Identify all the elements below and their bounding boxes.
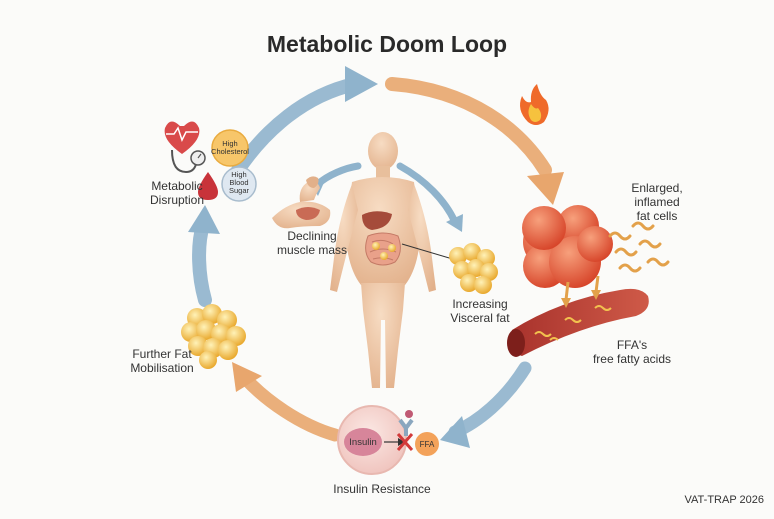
insulin-cell <box>337 405 439 475</box>
fatty-acid-squiggles <box>608 221 670 273</box>
loop-arrow-bottom-left <box>232 362 342 442</box>
badge-insulin: Insulin <box>349 437 377 448</box>
diagram-title: Metabolic Doom Loop <box>266 31 508 57</box>
blood-sugar-badge-bg <box>221 166 257 202</box>
label-metabolic-disruption: Metabolic Disruption <box>122 179 232 207</box>
fat-mobilisation-cluster <box>181 304 246 369</box>
label-declining-muscle-text: Declining muscle mass <box>276 229 347 257</box>
label-insulin-resistance-text: Insulin Resistance <box>333 482 431 496</box>
label-inflamed-fat-text: Enlarged, inflamed fat cells <box>631 181 683 223</box>
badge-high-cholesterol: High Cholesterol <box>211 139 249 156</box>
label-ffa: FFA's free fatty acids <box>572 338 692 366</box>
loop-arrow-right-bottom <box>440 361 532 448</box>
label-visceral-fat-text: Increasing Visceral fat <box>450 297 510 325</box>
label-metabolic-disruption-text: Metabolic Disruption <box>149 179 205 207</box>
blood-vessel <box>507 275 649 357</box>
label-visceral-fat: Increasing Visceral fat <box>430 297 530 325</box>
pointer-line <box>401 243 457 261</box>
label-ffa-text: FFA's free fatty acids <box>592 338 672 366</box>
blood-drop-icon <box>198 172 218 200</box>
label-fat-mobilisation: Further Fat Mobilisation <box>112 347 212 375</box>
heart-stethoscope-icon <box>164 121 206 174</box>
label-declining-muscle: Declining muscle mass <box>262 229 362 257</box>
visceral-fat-cluster <box>449 243 498 294</box>
badge-high-blood-sugar: High Blood Sugar <box>228 170 249 195</box>
flexed-arm-icon <box>272 176 331 229</box>
footer-credit: VAT-TRAP 2026 <box>684 494 764 506</box>
fire-icon <box>520 84 549 125</box>
human-body-figure <box>330 132 436 388</box>
badge-ffa: FFA <box>419 440 435 449</box>
loop-arrow-left <box>188 205 220 307</box>
cholesterol-badge-bg <box>211 129 249 167</box>
loop-arrow-top-right <box>385 77 564 205</box>
label-fat-mobilisation-text: Further Fat Mobilisation <box>130 347 194 375</box>
loop-arrow-top <box>231 66 378 177</box>
label-inflamed-fat: Enlarged, inflamed fat cells <box>602 181 712 223</box>
inner-arrow-to-visceral <box>396 162 463 232</box>
inflamed-fat-cells <box>522 205 613 288</box>
label-insulin-resistance: Insulin Resistance <box>322 482 442 496</box>
